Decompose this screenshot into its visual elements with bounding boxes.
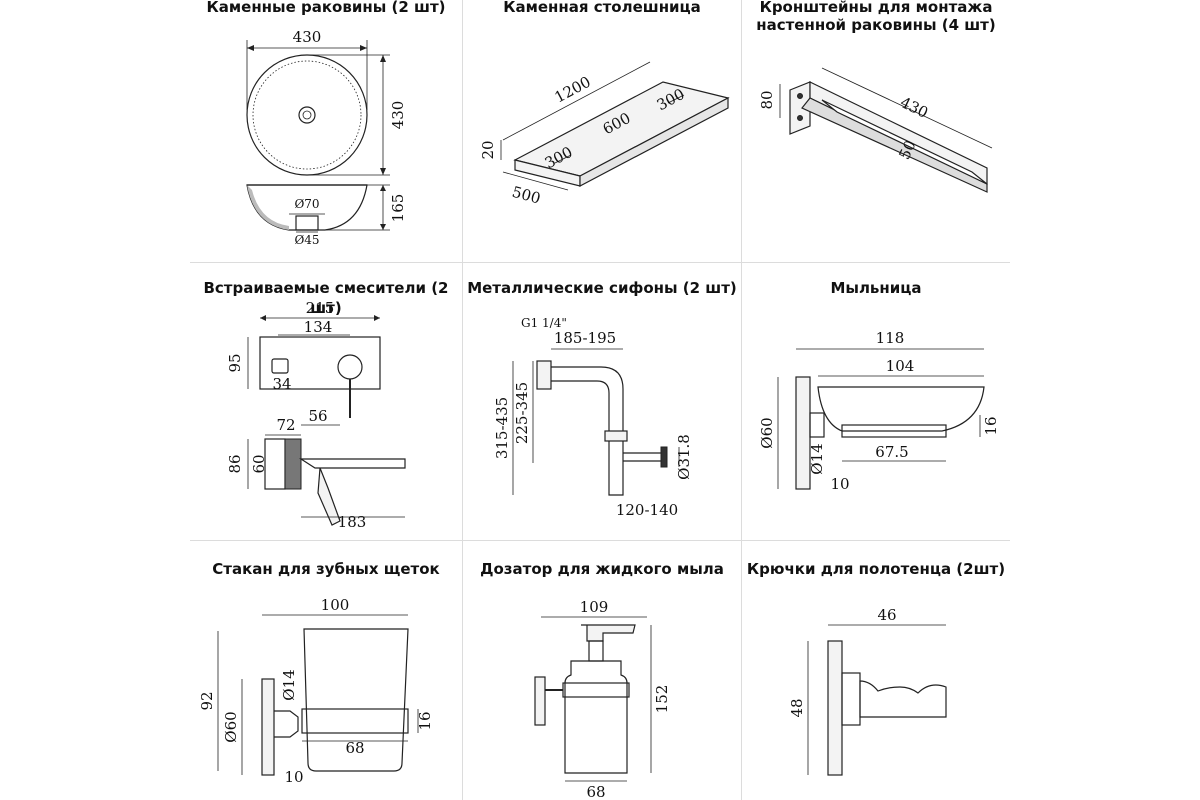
drain-hole [298, 106, 316, 124]
mixer-plate [259, 336, 381, 390]
dim-thickness: 20 [479, 140, 497, 159]
panel-title: Крючки для полотенца (2шт) [746, 560, 1006, 578]
hook-wall-mount [827, 640, 843, 776]
mixer-handle [337, 354, 363, 380]
tumbler-holder [301, 708, 409, 734]
panel-soap-dish: Мыльница 118 104 Ø60 16 Ø14 67.5 10 [742, 263, 1010, 540]
panel-title: Встраиваемые смесители (2 шт) [203, 279, 449, 317]
panel-title: Каменные раковины (2 шт) [206, 0, 446, 16]
dim-height: 80 [758, 90, 776, 109]
panel-title-line1: Кронштейны для монтажа [759, 0, 993, 16]
panel-title: Мыльница [830, 279, 922, 297]
brackets-drawing: 80 430 50 [758, 67, 993, 193]
dim-16: 16 [416, 711, 434, 730]
siphon-pipe [551, 366, 624, 433]
dim-86: 86 [226, 454, 244, 473]
row-divider-1 [190, 262, 1010, 263]
soapdish-drawing: 118 104 Ø60 16 Ø14 67.5 10 [758, 329, 1000, 493]
hook-arm [859, 680, 947, 718]
dim-drain-outer: Ø70 [294, 197, 319, 211]
tumbler-cup [303, 628, 409, 772]
dim-height: 92 [198, 691, 216, 710]
dim-width: 500 [510, 183, 542, 208]
dim-16: 16 [982, 416, 1000, 435]
dim-width: 430 [293, 28, 322, 46]
dispenser-holder [562, 682, 630, 698]
siphon-inlet [536, 360, 552, 390]
panel-siphon: Металлические сифоны (2 шт) G1 1/4" 185-… [463, 263, 741, 540]
dim-reach: 185-195 [554, 329, 616, 347]
dim-bottom: 68 [586, 783, 605, 800]
panel-tumbler: Стакан для зубных щеток 100 92 Ø60 Ø14 1… [190, 541, 462, 800]
panel-title-line2: настенной раковины (4 шт) [756, 16, 996, 34]
dim-dish: 104 [886, 357, 915, 375]
dim-plate-height: 95 [226, 353, 244, 372]
panel-title: Дозатор для жидкого мыла [480, 560, 724, 578]
panel-dispenser: Дозатор для жидкого мыла 109 152 68 [463, 541, 741, 800]
dim-total: 118 [876, 329, 905, 347]
hooks-drawing: 46 48 [788, 606, 947, 776]
dim-10: 10 [830, 475, 849, 493]
dim-length: 430 [897, 93, 931, 122]
dim-56: 56 [308, 407, 327, 425]
dispenser-wall-mount [534, 676, 546, 726]
dim-outlet: 120-140 [616, 501, 678, 519]
mixer-spout [298, 458, 406, 469]
panel-brackets: Кронштейны для монтажа настенной раковин… [742, 0, 1010, 262]
dim-thread: G1 1/4" [521, 316, 567, 330]
dim-length: 1200 [552, 73, 594, 107]
mixer-drawing: 215 134 95 34 72 56 86 60 183 [226, 299, 406, 531]
dispenser-drawing: 109 152 68 [534, 598, 671, 800]
dim-14: Ø14 [280, 669, 298, 700]
dim-34: 34 [272, 375, 291, 393]
dim-14: Ø14 [808, 443, 826, 474]
panel-mixer: Встраиваемые смесители (2 шт) 215 134 95… [190, 263, 462, 540]
soapdish-bowl [817, 386, 985, 432]
dim-height-total: 315-435 [493, 397, 511, 459]
dim-drain-inner: Ø45 [294, 233, 319, 247]
dim-diameter: Ø60 [758, 417, 776, 448]
dim-top: 109 [580, 598, 609, 616]
panel-countertop: Каменная столешница 1200 600 300 300 20 … [463, 0, 741, 262]
dim-10: 10 [284, 768, 303, 786]
column-divider-1 [462, 0, 463, 800]
dim-675: 67.5 [875, 443, 908, 461]
dim-diameter: Ø60 [222, 711, 240, 742]
panel-stone-sink: Каменные раковины (2 шт) 430 430 Ø70 Ø45… [190, 0, 462, 262]
dim-total: 100 [321, 596, 350, 614]
dim-centers: 134 [304, 318, 333, 336]
dim-width: 46 [877, 606, 896, 624]
dim-height: 48 [788, 698, 806, 717]
dim-height-trap: 225-345 [513, 382, 531, 444]
dim-spout: 183 [338, 513, 367, 531]
tumbler-drawing: 100 92 Ø60 Ø14 16 68 10 [198, 596, 434, 786]
panel-title: Каменная столешница [503, 0, 701, 16]
countertop-drawing: 1200 600 300 300 20 500 [479, 61, 730, 208]
dim-68: 68 [345, 739, 364, 757]
sink-drawing: 430 430 Ø70 Ø45 165 [246, 28, 407, 247]
sink-rim [246, 54, 368, 176]
dim-depth: 430 [389, 101, 407, 130]
siphon-trap [608, 441, 624, 496]
panel-towel-hooks: Крючки для полотенца (2шт) 46 48 [742, 541, 1010, 800]
dispenser-pump [581, 624, 636, 642]
dim-height: 165 [389, 194, 407, 223]
dispenser-bottle [564, 660, 628, 774]
bracket-wall-plate [789, 81, 811, 135]
dim-60: 60 [250, 454, 268, 473]
panel-title: Стакан для зубных щеток [212, 560, 440, 578]
dim-72: 72 [276, 416, 295, 434]
siphon-drawing: G1 1/4" 185-195 315-435 225-345 Ø31.8 12… [493, 316, 693, 519]
column-divider-2 [741, 0, 742, 800]
dim-plate-width: 215 [306, 299, 335, 317]
dim-outlet-diameter: Ø31.8 [675, 434, 693, 480]
mixer-lever [317, 467, 341, 526]
dim-height: 152 [653, 685, 671, 714]
panel-title: Металлические сифоны (2 шт) [467, 279, 737, 297]
tumbler-wall-mount [261, 678, 275, 776]
row-divider-2 [190, 540, 1010, 541]
